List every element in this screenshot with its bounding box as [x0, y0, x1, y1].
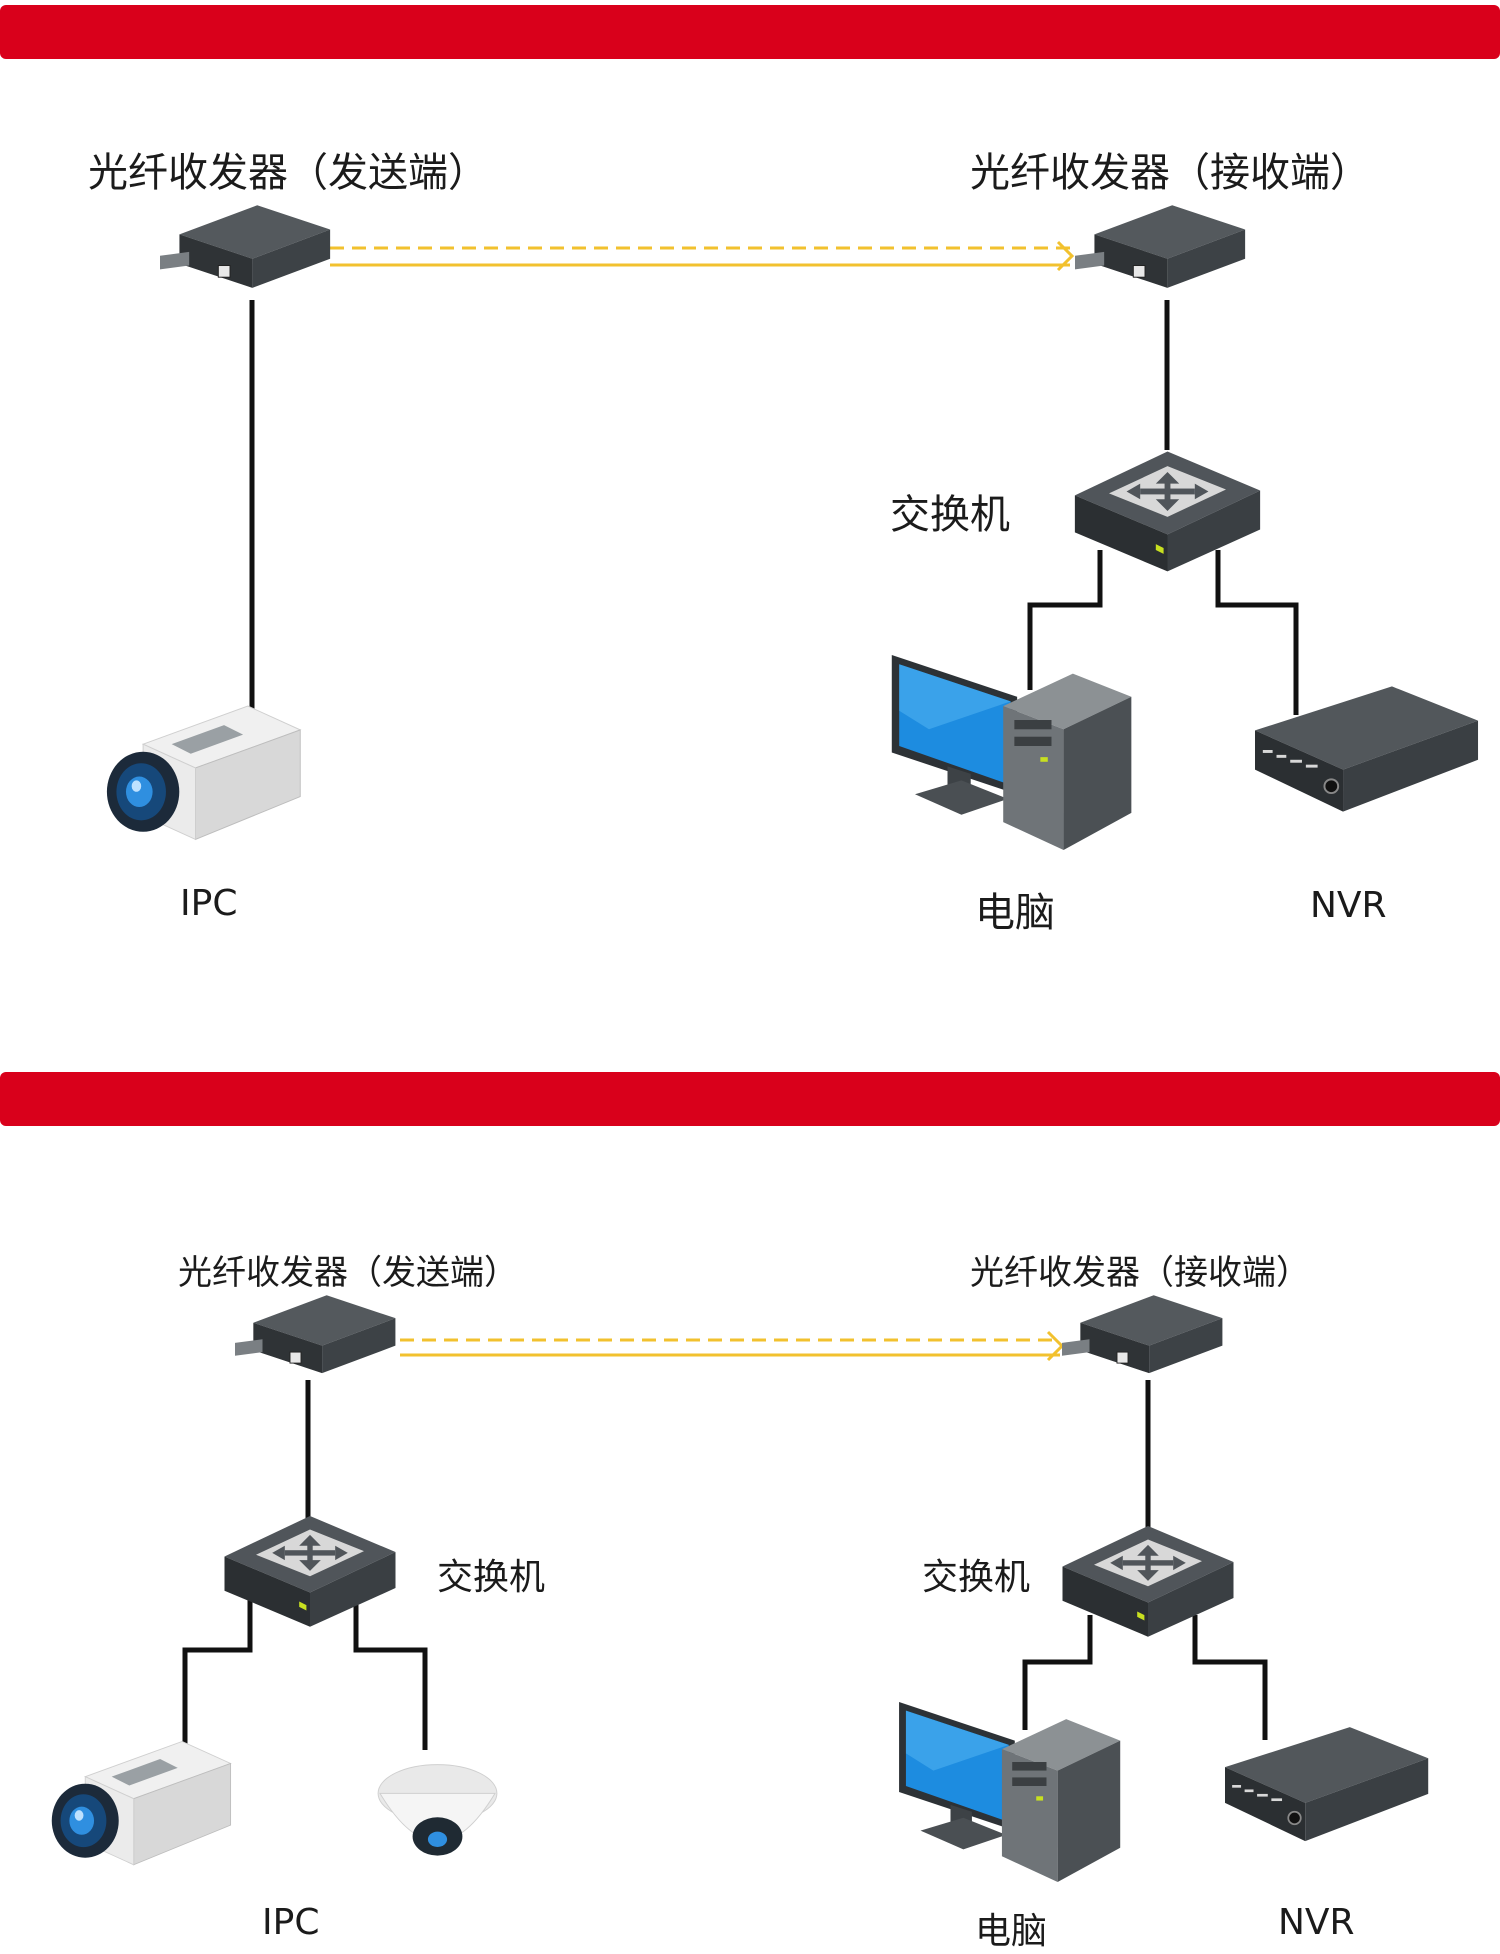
- dome-camera-icon: [377, 1764, 498, 1857]
- switch-left-label: 交换机: [437, 1557, 546, 1598]
- switch-icon: [1074, 451, 1261, 572]
- receiver-transceiver-icon-2: [1062, 1295, 1223, 1374]
- nvr-icon-2: [1225, 1726, 1430, 1843]
- nvr-label: NVR: [1310, 885, 1387, 926]
- network-cables: [249, 300, 1299, 715]
- pc-icon-2: [899, 1702, 1121, 1882]
- pc-label: 电脑: [975, 890, 1055, 936]
- sender-label-2: 光纤收发器（发送端）: [178, 1253, 518, 1293]
- middle-banner: [0, 1072, 1500, 1126]
- network-cables-2: [182, 1380, 1268, 1750]
- nvr-label-2: NVR: [1278, 1902, 1355, 1943]
- sender-label: 光纤收发器（发送端）: [88, 150, 488, 196]
- switch-right-label: 交换机: [922, 1557, 1031, 1598]
- top-banner: [0, 5, 1500, 59]
- fiber-link-2: [400, 1330, 1065, 1362]
- nvr-icon: [1255, 685, 1480, 813]
- sender-transceiver-icon-2: [235, 1295, 396, 1374]
- pc-icon: [891, 655, 1132, 850]
- ipc-camera-icon: [106, 705, 301, 840]
- ipc-label: IPC: [180, 883, 238, 924]
- diagram-1-canvas: [106, 205, 1480, 850]
- sender-transceiver-icon: [160, 205, 331, 289]
- fiber-link: [330, 240, 1075, 272]
- diagram-2-canvas: [51, 1295, 1430, 1882]
- receiver-transceiver-icon: [1075, 205, 1246, 289]
- pc-label-2: 电脑: [975, 1911, 1048, 1952]
- receiver-label-2: 光纤收发器（接收端）: [970, 1253, 1310, 1293]
- receiver-label: 光纤收发器（接收端）: [970, 150, 1370, 196]
- switch-label: 交换机: [890, 492, 1010, 538]
- ipc-camera-icon-2: [51, 1740, 232, 1866]
- ipc-label-2: IPC: [262, 1902, 320, 1943]
